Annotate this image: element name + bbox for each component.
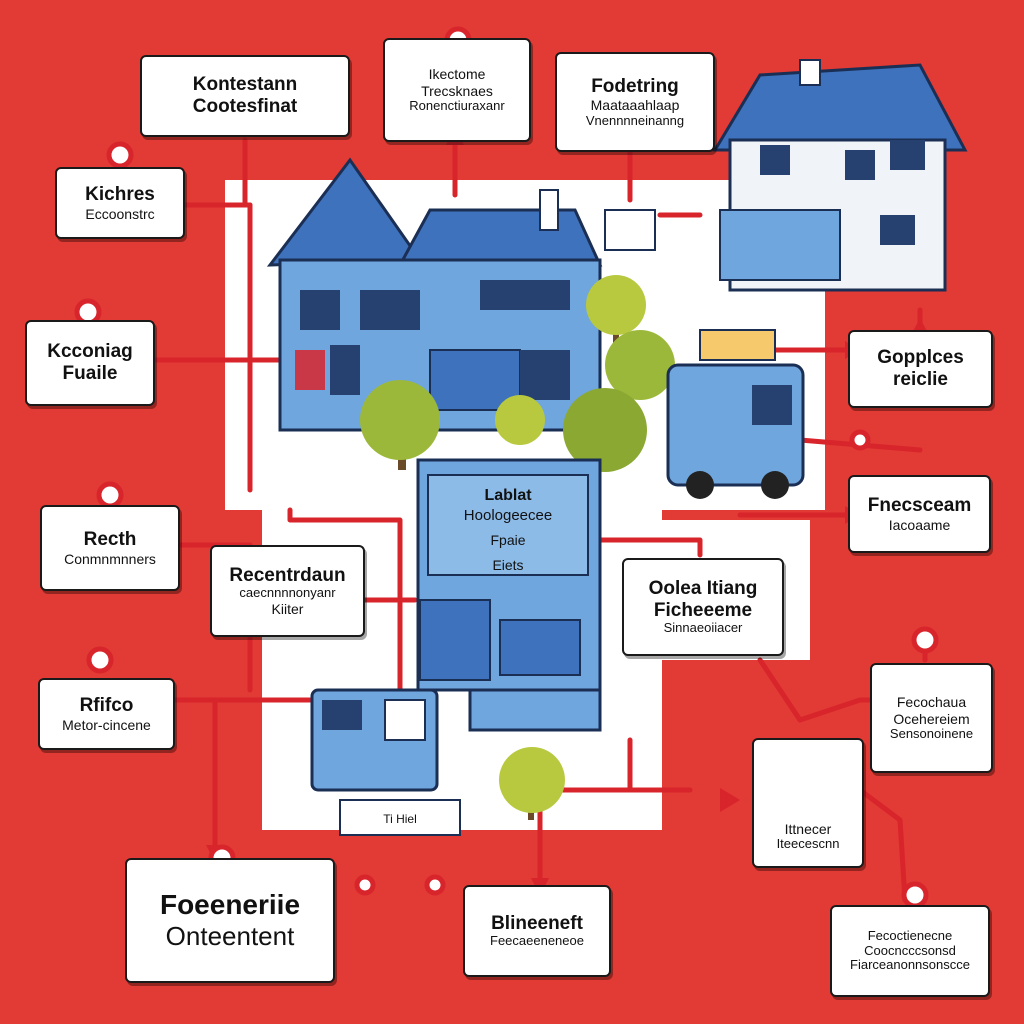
label-top-center: Ikectome Trecsknaes Ronenctiuraxanr (383, 38, 531, 142)
label-bottom-left-line2: Onteentent (165, 920, 295, 951)
label-top-left: Kontestann Cootesfinat (140, 55, 350, 137)
label-top-center-line2: Trecsknaes (421, 82, 493, 99)
label-left-2: Kcconiag Fuaile (25, 320, 155, 406)
label-left-4-line2: Metor-cincene (62, 716, 151, 733)
label-center-left-line2: caecnnnnonyanr (239, 585, 336, 601)
label-top-right: Fodetring Maataaahlaap Vnennnneinanng (555, 52, 715, 152)
label-center-left-line1: Recentrdaun (229, 564, 346, 586)
label-left-3-line2: Conmnmnners (64, 550, 156, 567)
main-house-illustration (266, 157, 603, 432)
label-top-left-line2: Cootesfinat (192, 96, 298, 117)
small-house-illustration (712, 59, 968, 292)
label-left-4-line1: Rfifco (79, 695, 134, 717)
label-right-2-line2: Iacoaame (888, 516, 951, 533)
label-left-1-line1: Kichres (85, 184, 155, 206)
board-line-2: Hoologeecee (464, 507, 552, 524)
label-top-right-line2: Maataaahlaap (590, 97, 680, 114)
label-center-left-line3: Kiiter (271, 601, 304, 618)
label-bottom-right-line3: Fiarceanonnsonscce (850, 957, 970, 973)
board-line-3: Fpaie (490, 532, 525, 548)
board-text: Lablat Hoologeecee Fpaie Eiets (464, 487, 552, 573)
label-right-1-line2: reiclie (893, 369, 948, 390)
sign-text: Ti Hiel (383, 812, 417, 826)
label-bottom-center-line2: Feecaeeneneoe (490, 933, 584, 949)
label-center-left: Recentrdaun caecnnnnonyanr Kiiter (210, 545, 365, 637)
label-bottom-left: Foeeneriie Onteentent (125, 858, 335, 983)
label-center-right-line1: Oolea Itiang (648, 577, 758, 599)
label-bottom-center-line1: Blineeneft (491, 912, 583, 934)
label-center-right: Oolea Itiang Ficheeeme Sinnaeoiiacer (622, 558, 784, 656)
board-line-4: Eiets (492, 557, 523, 573)
label-right-1: Gopplces reiclie (848, 330, 993, 408)
label-right-4-line2: Iteecescnn (776, 836, 840, 852)
label-bottom-left-line1: Foeeneriie (159, 889, 301, 921)
label-right-3-line2: Ocehereiem (893, 710, 970, 727)
label-center-right-line2: Ficheeeme (653, 599, 753, 621)
label-bottom-right-line2: Coocncccsonsd (864, 942, 956, 958)
label-left-3-line1: Recth (83, 529, 137, 551)
label-right-3: Fecochaua Ocehereiem Sensonoinene (870, 663, 993, 773)
label-left-1: Kichres Eccoonstrc (55, 167, 185, 239)
label-bottom-right-line1: Fecoctienecne (867, 927, 953, 943)
label-top-center-line1: Ikectome (428, 66, 486, 83)
label-bottom-center: Blineeneft Feecaeeneneoe (463, 885, 611, 977)
central-board-illustration (416, 458, 602, 732)
trees (360, 275, 675, 820)
label-right-3-line1: Fecochaua (896, 694, 967, 711)
label-right-2-line1: Fnecsceam (867, 495, 972, 517)
van-illustration (666, 329, 805, 499)
label-left-3: Recth Conmnmnners (40, 505, 180, 591)
label-left-4: Rfifco Metor-cincene (38, 678, 175, 750)
board-line-1: Lablat (484, 487, 532, 504)
machine-illustration: Ti Hiel (310, 688, 461, 836)
label-center-right-line3: Sinnaeoiiacer (663, 620, 743, 636)
label-top-right-line1: Fodetring (591, 75, 679, 97)
label-right-2: Fnecsceam Iacoaame (848, 475, 991, 553)
label-right-3-line3: Sensonoinene (889, 725, 974, 741)
label-top-right-line3: Vnennnneinanng (585, 112, 685, 128)
label-left-2-line1: Kcconiag (47, 341, 133, 363)
label-left-2-line2: Fuaile (62, 363, 118, 384)
label-bottom-right: Fecoctienecne Coocncccsonsd Fiarceanonns… (830, 905, 990, 997)
label-right-4-line1: Ittnecer (784, 820, 832, 837)
label-top-center-line3: Ronenctiuraxanr (409, 97, 505, 113)
label-right-1-line1: Gopplces (877, 347, 964, 369)
label-top-left-line1: Kontestann (192, 74, 298, 96)
label-left-1-line2: Eccoonstrc (85, 205, 155, 222)
label-right-4: Ittnecer Iteecescnn (752, 738, 864, 868)
